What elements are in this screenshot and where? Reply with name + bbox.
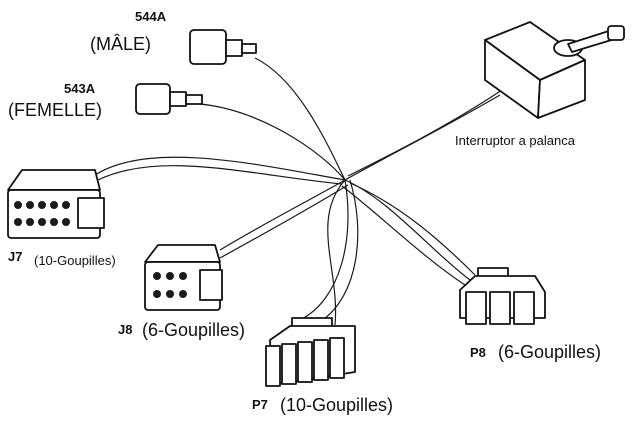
label-p7-code: P7 bbox=[252, 397, 268, 412]
label-j7-code: J7 bbox=[8, 249, 23, 264]
label-p8-name: (6-Goupilles) bbox=[498, 342, 602, 362]
connector-p7 bbox=[265, 317, 356, 387]
wire-bundle bbox=[94, 57, 506, 326]
connector-544a bbox=[189, 29, 257, 65]
label-j8-code: J8 bbox=[118, 322, 133, 337]
label-544a-name: (MÂLE) bbox=[90, 34, 152, 54]
label-543a-code: 543A bbox=[64, 81, 96, 96]
connector-543a bbox=[135, 83, 203, 115]
connector-j8 bbox=[144, 244, 223, 311]
label-j7-name: (10-Goupilles) bbox=[34, 253, 116, 268]
label-p8-code: P8 bbox=[470, 345, 486, 360]
connector-p8 bbox=[459, 267, 546, 325]
label-544a-code: 544A bbox=[135, 9, 167, 24]
label-543a-name: (FEMELLE) bbox=[8, 100, 103, 120]
label-p7-name: (10-Goupilles) bbox=[280, 395, 394, 415]
connector-j7 bbox=[7, 169, 105, 239]
toggle-switch bbox=[484, 21, 625, 119]
label-j8-name: (6-Goupilles) bbox=[142, 320, 246, 340]
label-toggle-switch: Interruptor a palanca bbox=[455, 133, 575, 148]
